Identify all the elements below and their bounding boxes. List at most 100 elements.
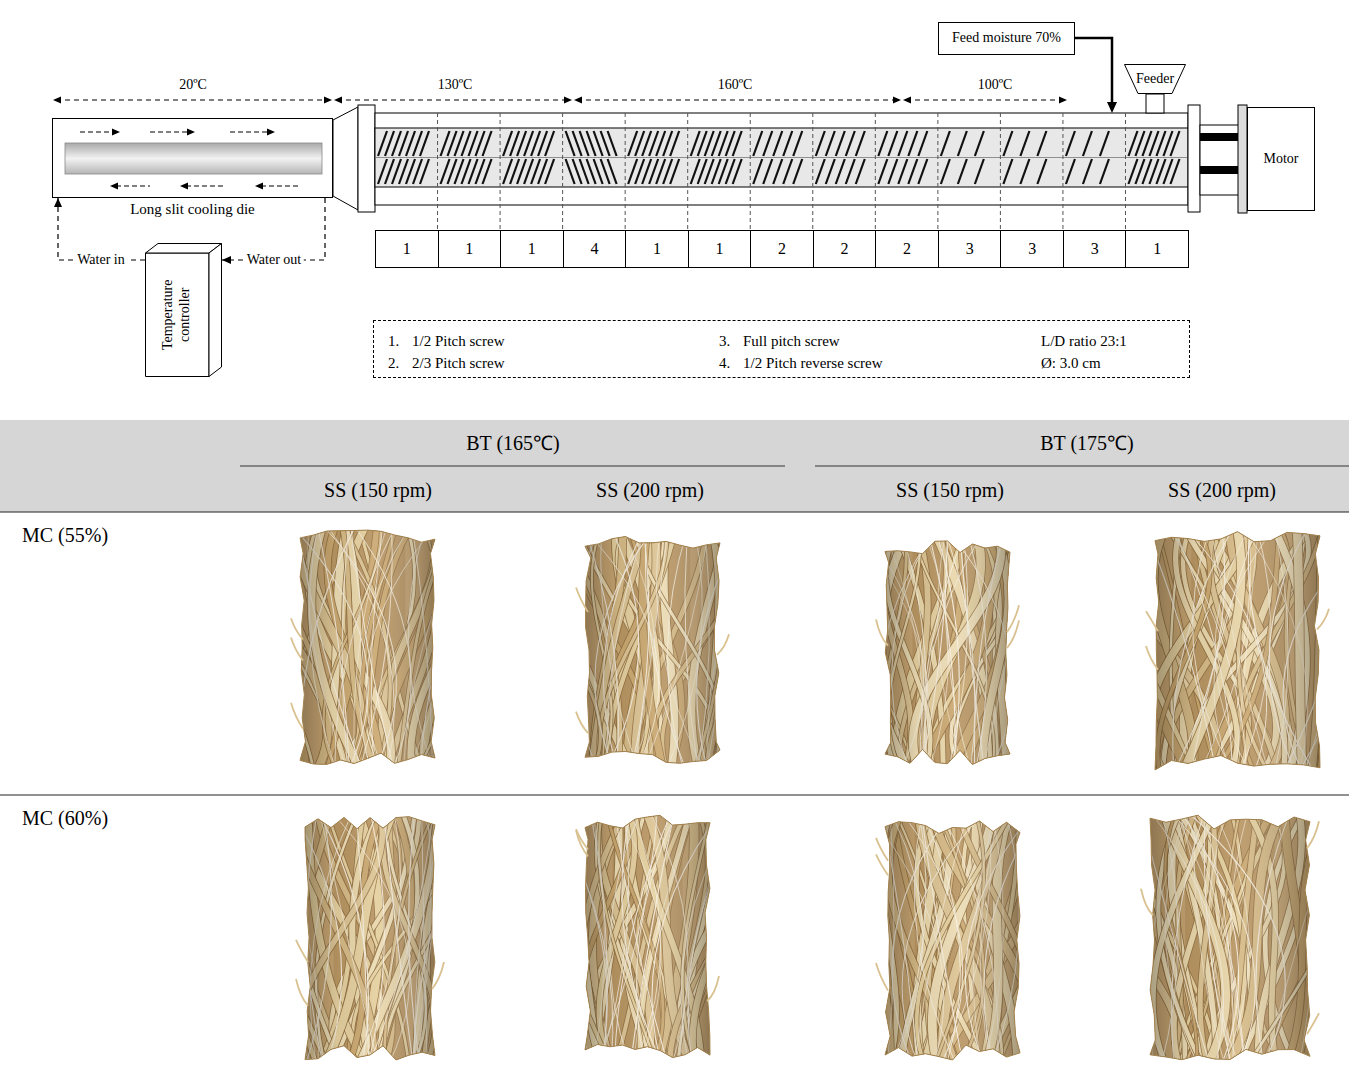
temperature-zone: 100ºC: [978, 77, 1013, 94]
key-text: 1.: [388, 332, 399, 350]
fiber-edge: [426, 807, 490, 1068]
feed-moisture-box: Feed moisture 70%: [938, 22, 1075, 55]
screw-flight: [975, 159, 984, 184]
fiber-edge: [844, 532, 890, 773]
screw-flight: [763, 159, 772, 184]
screw-element-number: 2: [875, 230, 939, 268]
screw-flight: [878, 131, 887, 156]
fiber-strand: [228, 522, 305, 773]
screw-flight: [856, 131, 865, 156]
screw-element-number: 1: [1125, 230, 1189, 268]
zone-arrow: [906, 100, 1064, 101]
screw-flight: [783, 159, 792, 184]
stray-fiber: [291, 638, 303, 661]
screw-flight: [856, 159, 865, 184]
screw-flight: [826, 131, 835, 156]
element-separator: [562, 113, 563, 230]
node-label: 3: [1028, 239, 1036, 258]
fiber-strand: [513, 807, 591, 1068]
screw-key-box: 1.1/2 Pitch screw2.2/3 Pitch screw3.Full…: [373, 320, 1190, 378]
header-rule: [240, 466, 785, 467]
element-separator: [937, 113, 938, 230]
screw-flight: [763, 131, 772, 156]
screw-flight: [836, 159, 845, 184]
screw-flight: [898, 159, 907, 184]
screw-flight: [545, 131, 554, 156]
extrudate-photo: [828, 812, 1059, 1068]
node-label: 3: [966, 239, 974, 258]
fiber-edge: [423, 807, 503, 1068]
screw-flight: [733, 159, 742, 184]
screw-flight: [1037, 159, 1046, 184]
screw-element-number: 1: [625, 230, 689, 268]
key-text: 2/3 Pitch screw: [412, 354, 504, 372]
coolant-flow: [116, 186, 150, 187]
arrow-head: [574, 97, 582, 104]
node-label: 1: [715, 239, 723, 258]
temperature-controller: Temperature controller: [145, 243, 222, 377]
arrow-head: [54, 198, 62, 207]
screw-flight: [958, 131, 967, 156]
screw-element-number: 2: [813, 230, 877, 268]
screw-flight: [483, 131, 492, 156]
screw-flight: [483, 159, 492, 184]
screw-flight: [793, 131, 802, 156]
screw-flight: [753, 159, 762, 184]
node-label: Motor: [1264, 151, 1299, 168]
fiber-edge: [246, 522, 311, 773]
arrow-head: [893, 97, 901, 104]
extrudate-outline: [300, 530, 435, 764]
zone-arrow: [56, 100, 329, 101]
element-separator: [437, 113, 438, 230]
coolant-flow: [261, 186, 300, 187]
zone-arrow: [337, 100, 569, 101]
screw-element-number: 1: [688, 230, 752, 268]
arrow-head: [255, 183, 263, 190]
key-text: 1/2 Pitch reverse screw: [743, 354, 883, 372]
screw-flight: [1170, 131, 1179, 156]
extrudate-photo: [256, 807, 503, 1068]
fiber-strand: [828, 812, 891, 1068]
row-header: MC (55%): [22, 523, 108, 547]
stray-fiber: [576, 829, 588, 849]
screw-flight: [793, 159, 802, 184]
element-separator: [1000, 113, 1001, 230]
node-label: 1: [528, 239, 536, 258]
screw-flight: [888, 159, 897, 184]
extrudate-photo: [1091, 522, 1349, 778]
coolant-flow: [150, 132, 189, 133]
coolant-flow: [186, 186, 225, 187]
screw-flight: [816, 131, 825, 156]
table-rule: [0, 795, 1349, 796]
fine-fiber: [858, 815, 891, 1065]
node-label: 4: [590, 239, 598, 258]
fiber-edge: [430, 522, 521, 773]
arrow-head: [187, 129, 195, 136]
element-separator: [812, 113, 813, 230]
die-adapter: [333, 107, 358, 210]
fine-fiber: [434, 810, 459, 1065]
screw-flight: [836, 131, 845, 156]
motor-flange: [1238, 105, 1247, 213]
screw-flight: [1100, 159, 1109, 184]
sub-header: SS (150 rpm): [324, 478, 432, 502]
key-text: Full pitch screw: [743, 332, 840, 350]
flow-label: Water in: [74, 252, 127, 269]
stray-fiber: [1141, 889, 1153, 916]
fiber-strand: [1001, 532, 1075, 773]
stray-fiber: [876, 619, 888, 645]
table-rule: [0, 512, 1349, 513]
controller-side: [209, 244, 222, 377]
stray-fiber: [1007, 620, 1019, 648]
screw-element-number: 1: [375, 230, 439, 268]
stray-fiber: [717, 634, 729, 655]
extrudate-body: [300, 530, 435, 764]
fiber-strand: [426, 807, 490, 1068]
screw-flight: [941, 131, 950, 156]
screw-flight: [1083, 159, 1092, 184]
stray-fiber: [291, 703, 303, 729]
extrudate-outline: [1150, 815, 1310, 1059]
feed-arrow: [1075, 38, 1112, 104]
screw-flight: [958, 159, 967, 184]
